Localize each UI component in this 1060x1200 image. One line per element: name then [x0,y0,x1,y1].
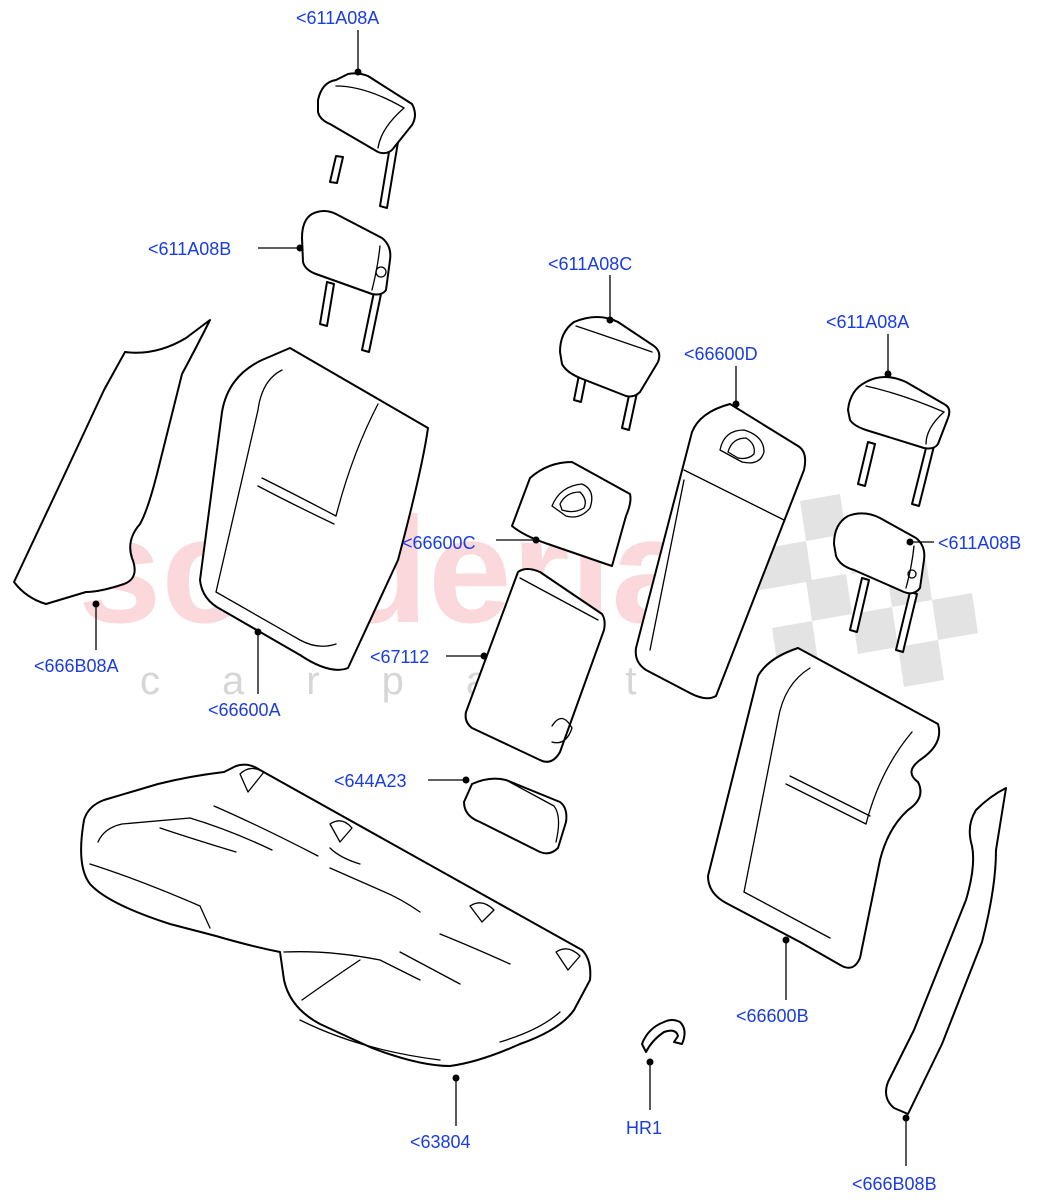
leader-dot-icon [462,776,470,784]
seat-back-left [199,347,429,671]
leader-dot-icon [92,600,100,608]
callout-67112[interactable]: <67112 [370,647,429,667]
leader-dot-icon [452,1074,460,1082]
seat-back-right [707,647,941,969]
leader-dot-icon [732,400,740,408]
callout-66600a[interactable]: <66600A [208,700,281,720]
headrest-center-c [559,316,661,431]
callout-66600d[interactable]: <66600D [684,344,758,364]
leader-dot-icon [254,628,262,636]
leader-dot-icon [532,536,540,544]
callout-611a08c[interactable]: <611A08C [548,254,632,274]
callout-666b08a[interactable]: <666B08A [34,656,119,676]
leader-dot-icon [646,1058,654,1066]
watermark-sub: carparts [140,659,781,703]
hr1-clip [641,1019,686,1053]
callout-66600c[interactable]: <66600C [402,533,476,553]
leader-dot-icon [782,936,790,944]
headrest-front-b [301,210,392,353]
leader-dot-icon [480,652,488,660]
seat-back-center-tall [634,403,807,700]
trim-panel-left [13,319,211,605]
leader-lines [92,30,934,1166]
callout-666b08b[interactable]: <666B08B [852,1174,937,1194]
headrest-front-a [317,72,416,209]
callout-66600b[interactable]: <66600B [736,1006,809,1026]
callout-611a08a-top[interactable]: <611A08A [296,8,379,28]
callout-611a08a-right[interactable]: <611A08A [826,312,909,332]
callout-611a08b-left[interactable]: <611A08B [148,239,231,259]
armrest [463,777,568,855]
leader-dot-icon [296,244,304,252]
seat-cushion [80,763,592,1067]
armrest-panel [464,568,606,763]
callout-labels: <611A08A <611A08B <611A08C <66600D <611A… [34,8,1021,1194]
trim-panel-right [885,787,1007,1115]
callout-63804[interactable]: <63804 [410,1132,471,1152]
leader-dot-icon [606,316,614,324]
headrest-right-a [847,376,951,507]
leader-dot-icon [906,538,914,546]
leader-dot-icon [884,370,892,378]
seat-back-center-upper [511,461,632,567]
leader-dot-icon [902,1114,910,1122]
callout-hr1[interactable]: HR1 [626,1118,662,1138]
headrest-right-b [833,512,926,653]
leader-dot-icon [354,68,362,76]
callout-644a23[interactable]: <644A23 [334,771,407,791]
callout-611a08b-right[interactable]: <611A08B [938,533,1021,553]
